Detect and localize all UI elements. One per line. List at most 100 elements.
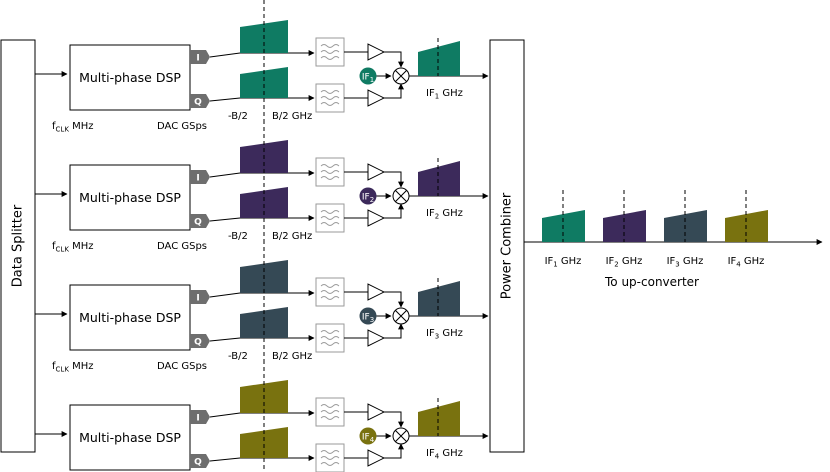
output-frequency-label: IF1 GHz — [545, 256, 582, 269]
local-oscillator — [359, 187, 377, 205]
amplifier-i — [367, 43, 386, 61]
q-path-wire — [209, 95, 315, 102]
amp-mixer-wire-q — [384, 83, 404, 99]
amplifier-q — [367, 449, 386, 467]
output-spectrum-3: IF3 GHz — [664, 190, 707, 269]
lowpass-filter-q — [315, 443, 345, 472]
output-label: To up-converter — [604, 275, 699, 289]
band-negative-label: -B/2 — [228, 231, 248, 242]
local-oscillator — [359, 427, 377, 445]
amplifier-i — [367, 403, 386, 421]
baseband-spectrum-q — [240, 427, 288, 458]
mixer-cross-icon — [395, 310, 407, 322]
port-i-label: I — [196, 174, 199, 184]
if-frequency-label: IF1 GHz — [426, 88, 463, 101]
power-combiner-label: Power Combiner — [500, 192, 515, 299]
port-i-label: I — [196, 414, 199, 424]
port-q-label: Q — [194, 458, 202, 468]
output-spectrum-1: IF1 GHz — [542, 190, 585, 269]
band-positive-label: B/2 GHz — [272, 111, 312, 122]
band-negative-label: -B/2 — [228, 111, 248, 122]
data-splitter-label: Data Splitter — [11, 204, 26, 287]
port-q — [190, 214, 210, 228]
if-spectrum — [418, 161, 460, 196]
port-q — [190, 94, 210, 108]
amp-mixer-wire-q — [384, 443, 404, 459]
i-path-wire — [209, 410, 315, 418]
local-oscillator — [359, 307, 377, 325]
lowpass-filter-q — [315, 323, 345, 353]
amp-mixer-wire-i — [384, 51, 404, 68]
port-i — [190, 170, 210, 184]
lowpass-filter-i — [315, 277, 345, 307]
dsp-box — [69, 404, 191, 471]
amplifier-q — [367, 329, 386, 347]
dsp-label: Multi-phase DSP — [79, 190, 181, 205]
mixer-cross-icon — [395, 430, 407, 442]
clock-frequency-label: fCLK MHz — [52, 121, 94, 134]
amp-mixer-wire-q — [384, 203, 404, 219]
lowpass-filter-i — [315, 157, 345, 187]
dsp-label: Multi-phase DSP — [79, 310, 181, 325]
amp-mixer-wire-i — [384, 411, 404, 428]
output-spectra: IF1 GHz IF2 GHz IF3 GHz IF4 GHz — [542, 190, 768, 269]
baseband-spectrum-q — [240, 187, 288, 218]
output-frequency-label: IF2 GHz — [606, 256, 643, 269]
port-q — [190, 334, 210, 348]
mixer-cross-icon — [395, 190, 407, 202]
port-i — [190, 290, 210, 304]
local-oscillator — [359, 67, 377, 85]
port-q — [190, 454, 210, 468]
dac-rate-label: DAC GSps — [157, 361, 207, 372]
dac-rate-label: DAC GSps — [157, 121, 207, 132]
data-splitter-box — [0, 39, 36, 453]
i-path-wire — [209, 290, 315, 298]
output-spectrum-2: IF2 GHz — [603, 190, 646, 269]
q-path-wire — [209, 455, 315, 462]
port-i — [190, 50, 210, 64]
local-oscillator-label: IF1 — [362, 73, 374, 85]
local-oscillator-label: IF3 — [362, 313, 374, 325]
dsp-box — [69, 164, 191, 231]
baseband-spectrum-q — [240, 67, 288, 98]
output-frequency-label: IF4 GHz — [728, 256, 765, 269]
if-spectrum — [418, 281, 460, 316]
lowpass-filter-q — [315, 203, 345, 233]
if-frequency-label: IF4 GHz — [426, 448, 463, 461]
band-negative-label: -B/2 — [228, 351, 248, 362]
amplifier-q — [367, 209, 386, 227]
port-q-label: Q — [194, 98, 202, 108]
lowpass-filter-i — [315, 397, 345, 427]
port-i-label: I — [196, 294, 199, 304]
port-i-label: I — [196, 54, 199, 64]
if-spectrum — [418, 41, 460, 76]
mixer-cross-icon — [395, 70, 407, 82]
amp-mixer-wire-q — [384, 323, 404, 339]
dsp-box — [69, 284, 191, 351]
band-positive-label: B/2 GHz — [272, 231, 312, 242]
i-path-wire — [209, 50, 315, 58]
if-spectrum — [418, 401, 460, 436]
output-spectrum-4: IF4 GHz — [725, 190, 768, 269]
local-oscillator-label: IF4 — [362, 433, 375, 445]
amplifier-i — [367, 283, 386, 301]
dsp-label: Multi-phase DSP — [79, 430, 181, 445]
clock-frequency-label: fCLK MHz — [52, 361, 94, 374]
clock-frequency-label: fCLK MHz — [52, 241, 94, 254]
local-oscillator-label: IF2 — [362, 193, 374, 205]
dsp-label: Multi-phase DSP — [79, 70, 181, 85]
band-positive-label: B/2 GHz — [272, 351, 312, 362]
amp-mixer-wire-i — [384, 291, 404, 308]
q-path-wire — [209, 215, 315, 222]
q-path-wire — [209, 335, 315, 342]
amp-mixer-wire-i — [384, 171, 404, 188]
port-q-label: Q — [194, 338, 202, 348]
output-frequency-label: IF3 GHz — [667, 256, 704, 269]
dac-rate-label: DAC GSps — [157, 241, 207, 252]
